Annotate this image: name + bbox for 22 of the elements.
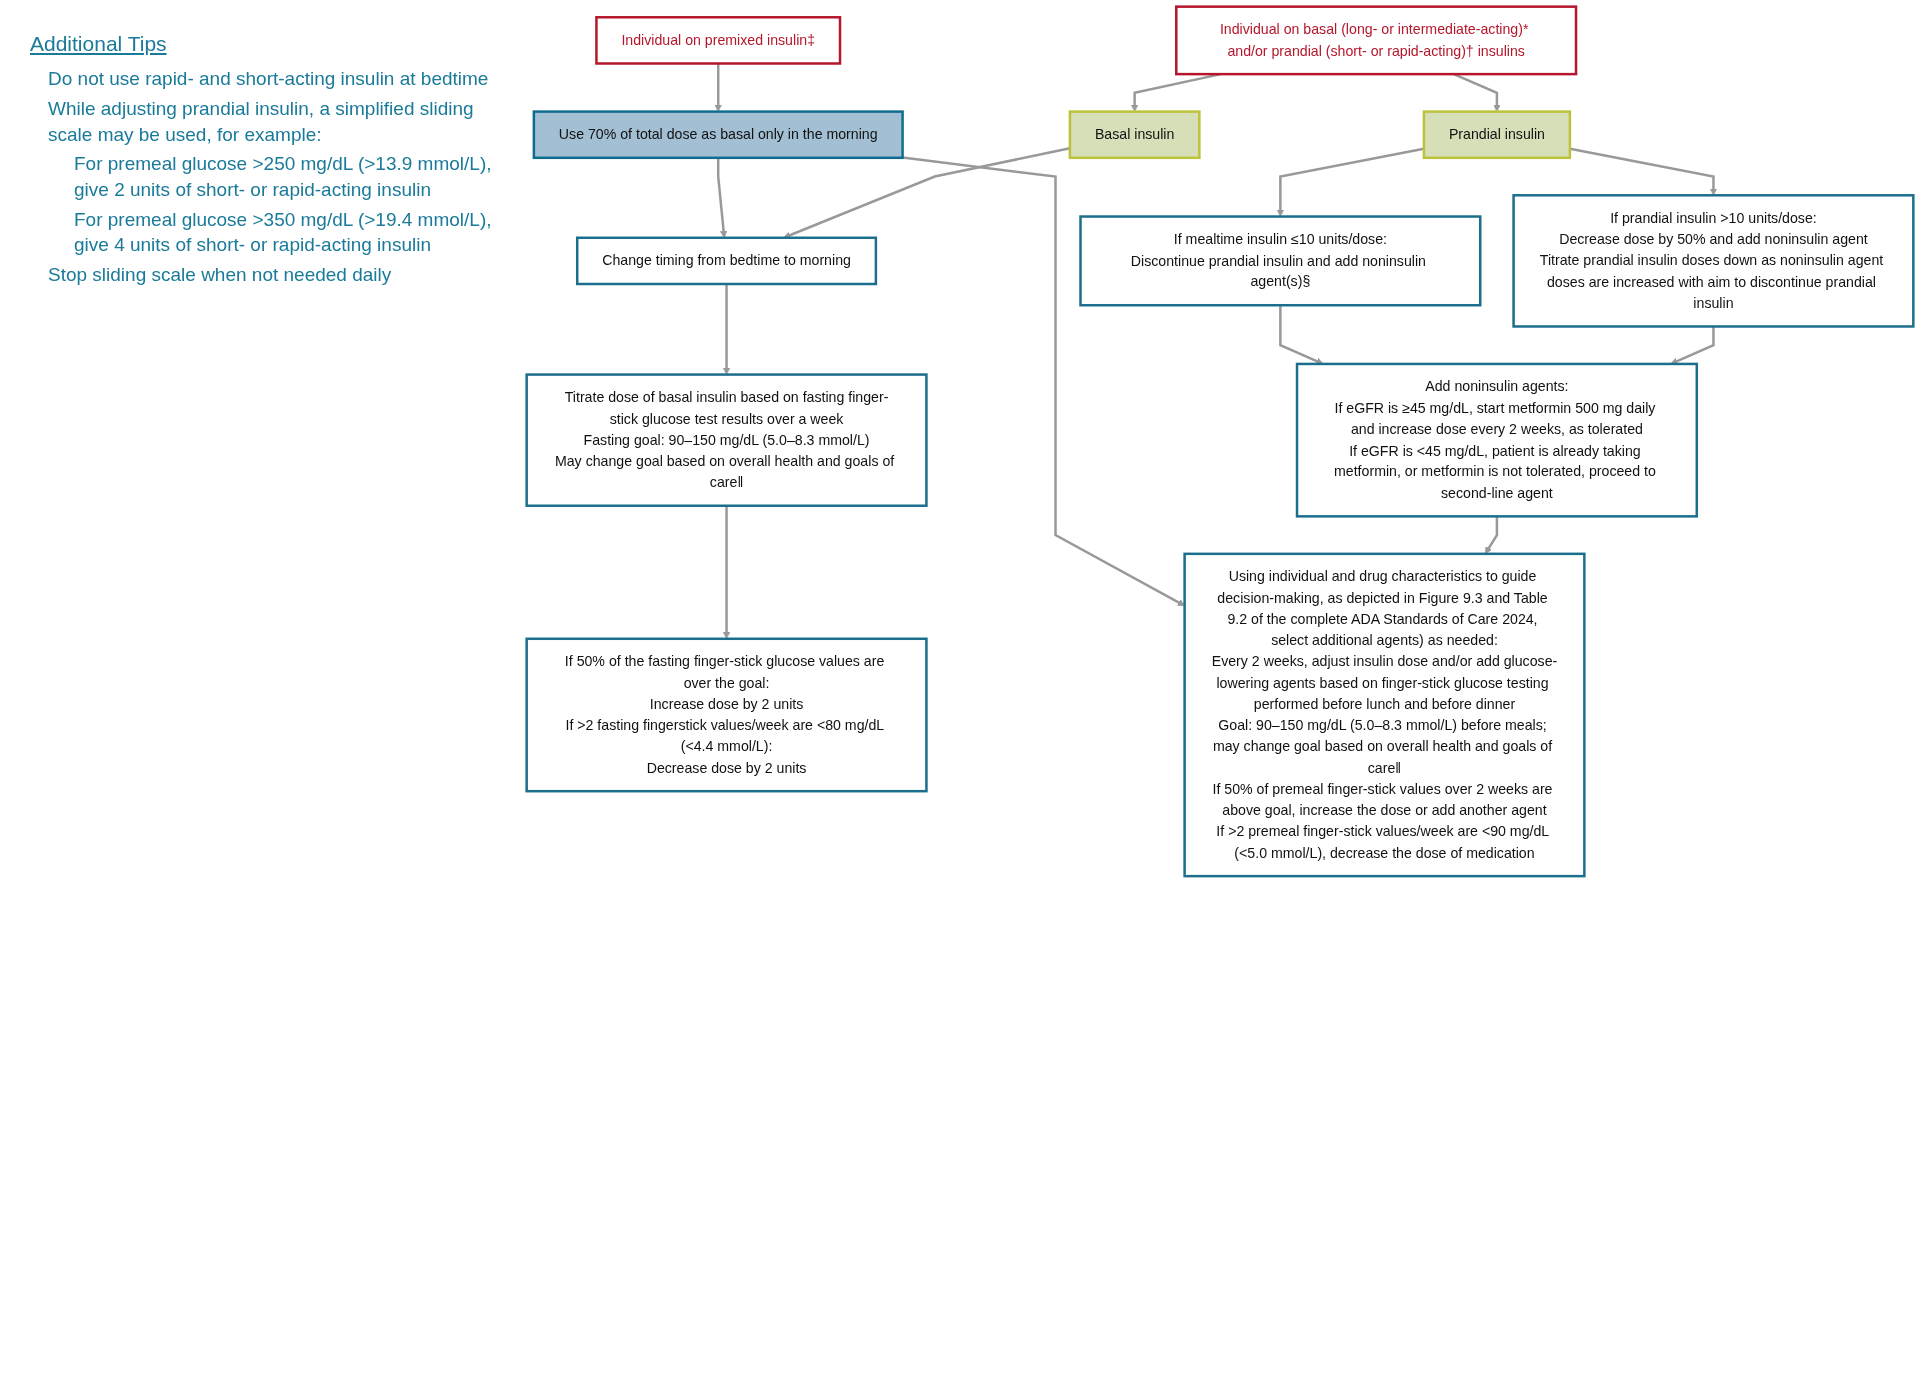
node-box: If prandial insulin >10 units/dose: Decrease dose by 50% and add noninsulin agent Titrate prandial insulin doses down as noninsulin agent doses are increased with aim to discontinue prandial insulin	[1512, 194, 1915, 328]
node-box: Add noninsulin agents: If eGFR is ≥45 mg/dL, start metformin 500 mg daily and increase dose every 2 weeks, as tolerated If eGFR is <45 mg/dL, patient is already taking metformin, or metformin is not tolerated, proceed to second-line agent	[1295, 362, 1699, 518]
node-box: Basal insulin	[1068, 110, 1201, 160]
node-box: Titrate dose of basal insulin based on fasting finger-stick glucose test results over a week Fasting goal: 90–150 mg/dL (5.0–8.3 mmol/L) May change goal based on overall health and goals of care‖	[525, 373, 928, 507]
node-box: Use 70% of total dose as basal only in the morning	[532, 110, 904, 160]
tip-text: Stop sliding scale when not needed daily	[48, 262, 393, 287]
arrow	[714, 63, 722, 112]
tip-text: While adjusting prandial insulin, a simplified sliding scale may be used, for example:	[48, 97, 475, 147]
tip-text: For premeal glucose >250 mg/dL (>13.9 mmol/L), give 2 units of short- or rapid-acting insulin	[74, 152, 493, 202]
tip-text: For premeal glucose >350 mg/dL (>19.4 mmol/L), give 4 units of short- or rapid-acting insulin	[74, 207, 493, 258]
tips-heading: Additional Tips	[30, 31, 168, 57]
tip-text: Do not use rapid- and short-acting insulin at bedtime	[48, 67, 490, 92]
node-box: If mealtime insulin ≤10 units/dose: Discontinue prandial insulin and add noninsulin agent(s)§	[1079, 215, 1482, 307]
node-box: Individual on premixed insulin‡	[595, 16, 842, 65]
arrow	[722, 284, 731, 375]
node-box: If 50% of the fasting finger-stick glucose values are over the goal: Increase dose by 2 units If >2 fasting fingerstick values/week are <80 mg/dL (<4.4 mmol/L): Decrease dose by 2 units	[525, 637, 928, 793]
node-box: Using individual and drug characteristics to guide decision-making, as depicted in Figure 9.3 and Table 9.2 of the complete ADA Standards of Care 2024, select additional agents) as needed: Every 2 weeks, adjust insulin dose and/or add glucose-lowering agents based on finger-stick glucose testing performed before lunch and before dinner Goal: 90–150 mg/dL (5.0–8.3 mmol/L) before meals; may change goal based on overall health and goals of care‖ If 50% of premeal finger-stick values over 2 weeks are above goal, increase the dose or add another agent If >2 premeal finger-stick values/week are <90 mg/dL (<5.0 mmol/L), decrease the dose of medication	[1183, 552, 1586, 878]
node-box: Change timing from bedtime to morning	[576, 236, 878, 286]
arrow	[902, 156, 1185, 606]
node-box: Individual on basal (long- or intermediate-acting)* and/or prandial (short- or rapid-acting)† insulins	[1175, 5, 1578, 76]
arrow	[1569, 147, 1718, 196]
node-box: Prandial insulin	[1422, 110, 1572, 160]
